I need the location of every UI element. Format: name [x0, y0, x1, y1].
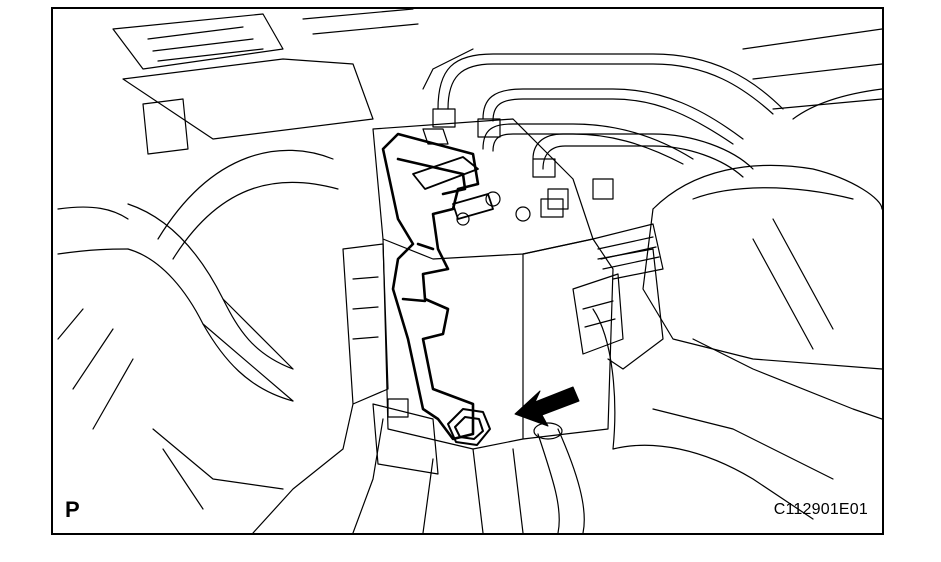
arrow-pointer-icon — [514, 386, 580, 427]
pipe-fittings — [422, 108, 564, 218]
sensor-bracket — [381, 132, 480, 441]
left-bracket-lines — [57, 149, 339, 510]
figure-code: C112901E01 — [773, 501, 868, 518]
view-letter: P — [65, 497, 80, 522]
lower-left-area — [252, 398, 524, 533]
right-connector — [572, 223, 664, 450]
actuator-block — [342, 118, 614, 475]
bolt-icon — [447, 408, 491, 446]
upper-left-panels — [112, 9, 419, 155]
lower-right-hose — [533, 338, 882, 533]
right-cover — [642, 28, 882, 370]
engine-bay-drawing — [57, 9, 882, 533]
brake-pipes — [422, 48, 784, 210]
bracket-clip — [412, 156, 494, 220]
illustration-frame: P C112901E01 — [51, 7, 884, 535]
left-hose — [57, 203, 294, 402]
